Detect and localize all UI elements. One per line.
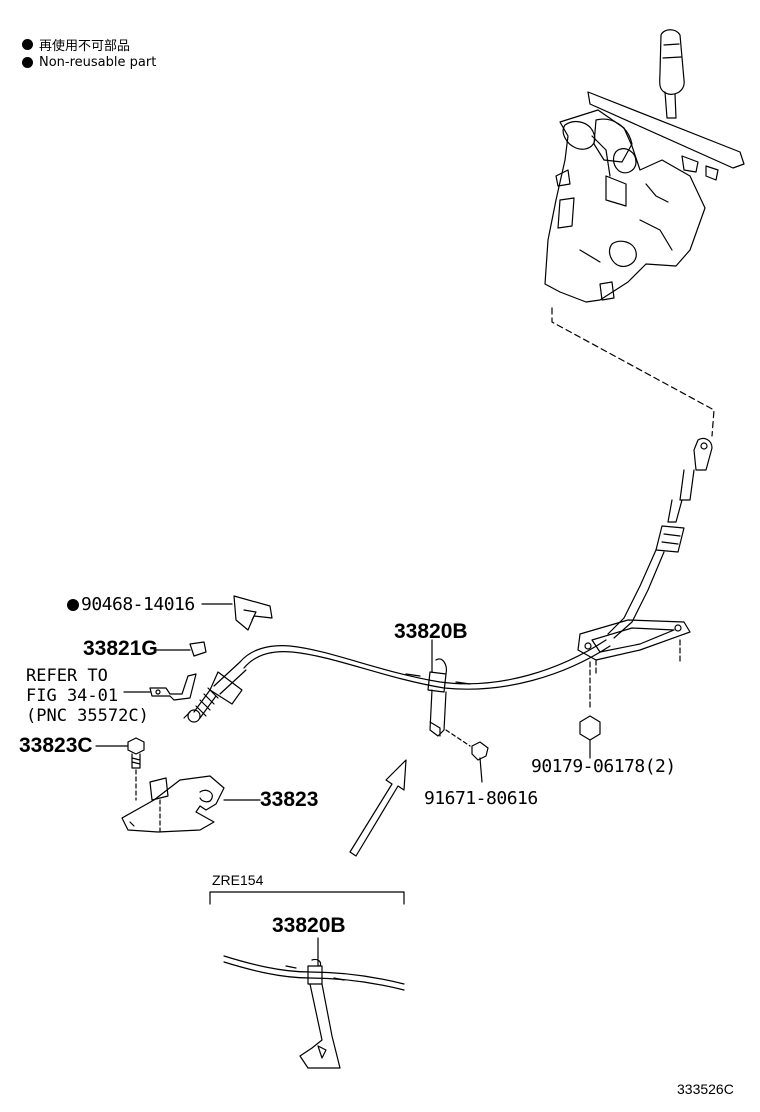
variant-label: ZRE154 — [212, 872, 264, 888]
bolt-91671 — [471, 741, 489, 783]
cable-shifter-end — [607, 437, 713, 639]
legend-item-jp: 再使用不可部品 — [22, 35, 130, 54]
label-90468[interactable]: 90468-14016 — [67, 594, 195, 615]
refer-line-2: FIG 34-01 — [26, 686, 119, 706]
figure-id: 333526C — [677, 1081, 734, 1097]
label-33821G[interactable]: 33821G — [83, 637, 158, 660]
refer-line-1: REFER TO — [26, 666, 108, 686]
shift-lever-assembly — [544, 29, 745, 303]
bolt-33823C — [127, 737, 145, 801]
bullet-icon — [22, 39, 33, 50]
label-91671[interactable]: 91671-80616 — [424, 788, 538, 809]
label-33823C[interactable]: 33823C — [19, 734, 93, 757]
legend-text: 再使用不可部品 — [39, 39, 131, 54]
nut-90179 — [579, 715, 601, 759]
cable-bracket-plate — [577, 619, 691, 709]
bracket-33823 — [121, 775, 225, 833]
cable-transmission-end — [183, 661, 247, 723]
variant-bracket-line — [209, 891, 405, 905]
leader-lines — [95, 603, 433, 967]
part-number: 90468-14016 — [81, 594, 195, 615]
label-90179[interactable]: 90179-06178(2) — [531, 756, 676, 777]
label-33820B-variant[interactable]: 33820B — [272, 914, 346, 937]
refer-line-3: (PNC 35572C) — [26, 706, 149, 726]
refer-bracket — [149, 673, 197, 701]
retainer-clip-90468 — [233, 595, 273, 631]
label-33823[interactable]: 33823 — [260, 788, 319, 811]
clip-33821G — [189, 641, 207, 657]
legend-text: Non-reusable part — [39, 55, 157, 70]
label-33820B-main[interactable]: 33820B — [394, 620, 468, 643]
legend-item-en: Non-reusable part — [22, 55, 156, 70]
refer-note: REFER TO FIG 34-01 (PNC 35572C) — [26, 666, 149, 726]
bullet-icon — [22, 57, 33, 68]
non-reusable-dot-icon — [67, 599, 79, 611]
direction-arrow — [349, 759, 407, 857]
connection-dashed-line — [551, 307, 715, 437]
variant-cable-detail — [223, 955, 405, 1069]
shift-cable — [239, 639, 611, 747]
